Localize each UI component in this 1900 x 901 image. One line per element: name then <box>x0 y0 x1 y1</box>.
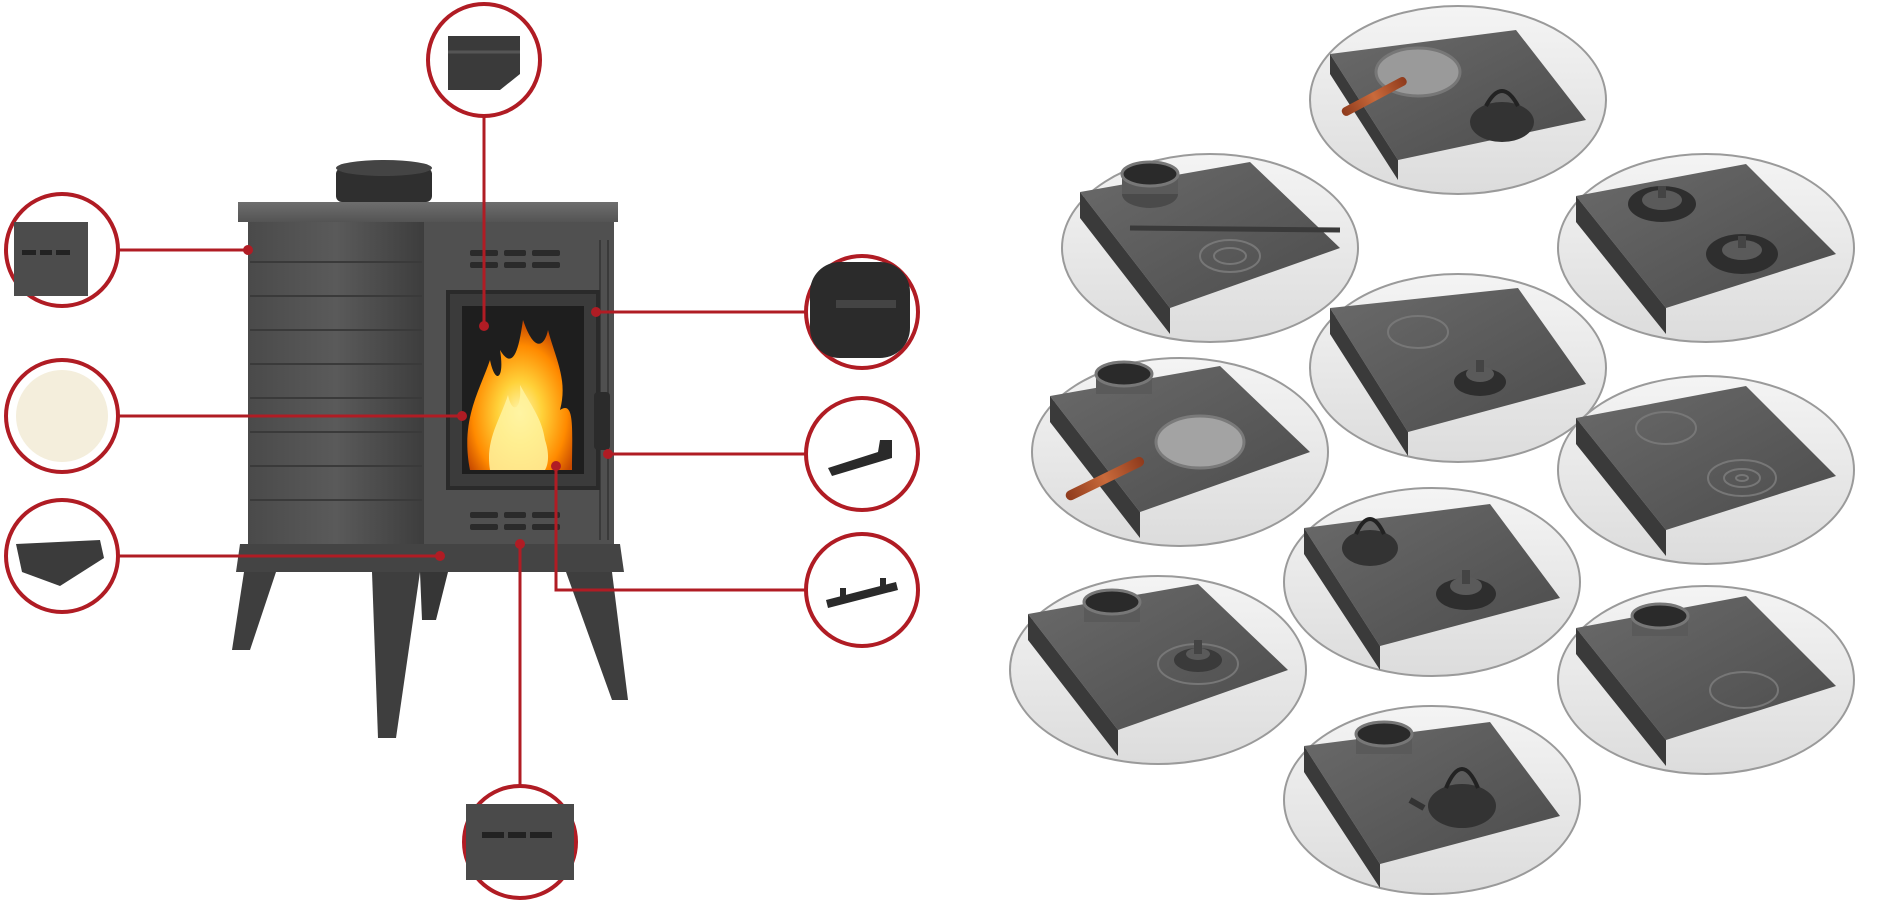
burner-lid <box>1454 360 1506 396</box>
hotplate-rings <box>1387 315 1449 349</box>
hotplate-rings <box>1709 671 1779 709</box>
door-handle <box>594 392 610 450</box>
hotplate-rings <box>1635 411 1697 445</box>
flue-collar-top <box>1094 360 1154 394</box>
grate-bar-detail-callout <box>804 532 920 648</box>
flue-collar-top <box>1082 588 1142 622</box>
side-panel-icon <box>14 222 88 296</box>
cooktop-option-pan-and-kettle <box>1309 5 1607 195</box>
flue-collar-top <box>1630 602 1690 636</box>
callout-lines <box>118 106 808 790</box>
top-air-vent <box>470 250 560 268</box>
side-panel-detail-callout <box>4 192 120 308</box>
burner-lid <box>1628 186 1696 222</box>
heat-shield-icon <box>448 36 520 90</box>
vermiculite-block-icon <box>16 370 108 462</box>
ash-pan-icon <box>16 540 104 586</box>
stove-base <box>236 544 624 572</box>
burner-lid <box>1706 234 1778 274</box>
cooktop-option-flue-with-pan <box>1031 357 1329 547</box>
vermiculite-liner-detail-callout <box>4 358 120 474</box>
cooktop-option-flue-with-burner <box>1009 575 1307 765</box>
hotplate-rings <box>1707 459 1777 497</box>
bottom-air-vent <box>470 512 560 530</box>
air-vent-detail-callout <box>462 784 578 900</box>
cooktop-option-flue-with-hotplate-plain <box>1557 585 1855 775</box>
stove-leg-back-right <box>420 572 448 620</box>
burner-lid <box>1157 640 1239 685</box>
heat-shield-detail-callout <box>426 2 542 118</box>
air-vent-icon <box>466 804 574 880</box>
ash-pan-detail-callout <box>4 498 120 614</box>
kettle <box>1470 102 1534 142</box>
fire-flame <box>467 320 573 470</box>
callout-anchor-dots <box>243 245 613 561</box>
stove-top-plate <box>238 202 618 222</box>
glass-seal-detail-callout <box>804 254 920 370</box>
cooktop-option-hotplate-and-burner <box>1309 273 1607 463</box>
kettle <box>1408 767 1496 828</box>
kettle <box>1342 517 1398 566</box>
cooktop-options <box>1009 5 1855 895</box>
stove-leg-front-right <box>566 572 628 700</box>
glass-seal-icon <box>810 262 910 358</box>
cooktop-option-double-hotplate <box>1557 375 1855 565</box>
stove-leg-front-left <box>372 572 420 738</box>
cooktop-option-kettle-and-burner <box>1283 487 1581 677</box>
wood-stove <box>232 160 628 738</box>
cooktop-option-flue-with-hotplate <box>1061 153 1359 343</box>
flue-collar <box>336 168 432 202</box>
handle-icon <box>828 440 892 476</box>
flue-collar-top <box>1354 720 1414 754</box>
lid-lifter <box>1129 225 1341 233</box>
stove-leg-back-left <box>232 572 276 650</box>
burner-lid <box>1436 570 1496 610</box>
hotplate-rings <box>1199 239 1261 273</box>
door-handle-detail-callout <box>804 396 920 512</box>
cooktop-option-flue-with-kettle <box>1283 705 1581 895</box>
flue-collar-top <box>1120 160 1180 208</box>
stove-side-panel <box>248 222 424 544</box>
frying-pan <box>1154 414 1246 470</box>
cooktop-option-double-burner-lids <box>1557 153 1855 343</box>
